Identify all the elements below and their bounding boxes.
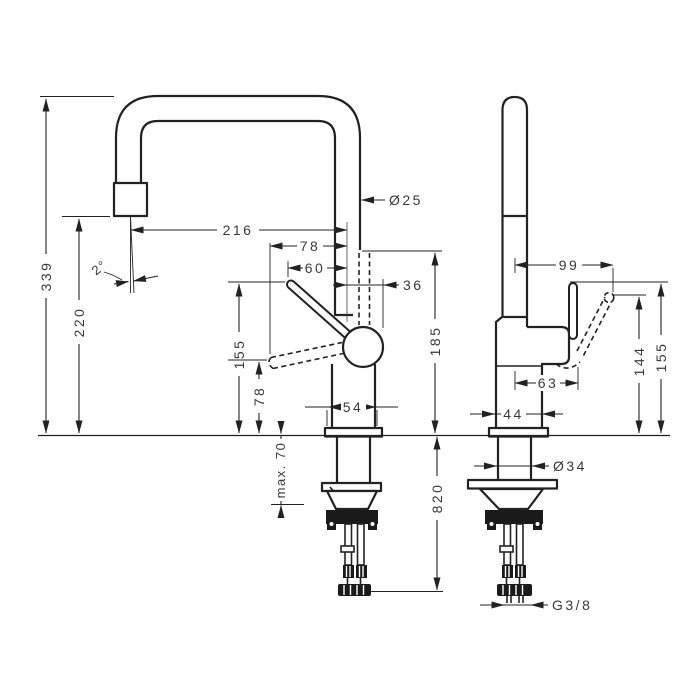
dim-cartridge-offset: 36: [333, 277, 424, 328]
dim-total-height: 339: [38, 96, 114, 434]
pipe-side: [501, 95, 529, 319]
spout-nozzle: [112, 181, 149, 218]
dim-label-d25: Ø25: [389, 192, 423, 208]
dim-lever-up-height-side: 155: [570, 281, 669, 434]
dim-label-820: 820: [429, 483, 445, 514]
dim-lever-offset: 63: [514, 367, 579, 391]
dim-label-36: 36: [403, 277, 424, 293]
dim-label-d34: Ø34: [553, 458, 587, 474]
dim-label-78v: 78: [251, 386, 267, 407]
dim-body-width-side: 44: [470, 406, 563, 422]
lever-front-up: [286, 279, 354, 341]
dim-lever-reach: 99: [514, 257, 614, 292]
dim-label-220: 220: [71, 307, 87, 338]
dim-shank-diameter: Ø34: [474, 458, 587, 474]
lever-front-down-dashed: [268, 341, 344, 370]
spout-outline: [112, 94, 362, 317]
dim-label-2deg: 2°: [89, 257, 110, 278]
body-front: [323, 325, 385, 438]
dim-label-63: 63: [538, 375, 559, 391]
base-plate-front: [323, 426, 384, 438]
dim-label-339: 339: [38, 261, 54, 292]
dim-lever-up-offset: 60: [287, 260, 348, 277]
dim-lever-down-offset: 78: [269, 238, 348, 354]
dim-connection-thread: G3/8: [480, 597, 592, 613]
dim-spout-diameter: Ø25: [361, 192, 423, 208]
dim-hose-length: 820: [370, 436, 445, 592]
dim-label-144: 144: [631, 346, 647, 377]
under-counter-side: [466, 437, 559, 603]
body-side: [487, 316, 571, 438]
water-stream: [130, 216, 135, 294]
dim-label-44: 44: [503, 406, 524, 422]
dim-lever-up-height-front: 155: [228, 281, 285, 434]
base-plate-side: [487, 426, 550, 438]
dim-label-185: 185: [427, 326, 443, 357]
side-view: 99 63 44 Ø34 144: [466, 95, 669, 613]
joint-ball: [341, 325, 385, 369]
dim-lever-down-height-front: 78: [228, 359, 267, 434]
dim-spout-reach: 216: [130, 222, 348, 238]
hidden-pipe-dashed: [358, 253, 371, 325]
dim-label-155-front: 155: [231, 339, 247, 370]
under-counter-front: [320, 437, 383, 596]
dim-base-width: 54: [305, 399, 398, 426]
dim-label-54: 54: [343, 399, 364, 415]
dim-spray-angle: 2°: [89, 257, 159, 288]
dim-label-216: 216: [223, 222, 254, 238]
dim-label-78h: 78: [300, 238, 321, 254]
dim-label-max70: max. 70: [273, 442, 288, 499]
dim-lever-down-height-side: 144: [612, 294, 647, 434]
dim-label-60: 60: [305, 260, 326, 276]
dim-label-99: 99: [559, 257, 580, 273]
dim-body-height: 185: [362, 250, 443, 434]
dim-label-g38: G3/8: [552, 597, 592, 613]
dim-max-counter: max. 70: [271, 421, 304, 518]
dim-label-155-side: 155: [653, 342, 669, 373]
dim-spout-height: 220: [62, 216, 110, 434]
lever-side-down-dashed: [555, 291, 615, 369]
front-view: 339 220 216 2°: [38, 94, 445, 596]
